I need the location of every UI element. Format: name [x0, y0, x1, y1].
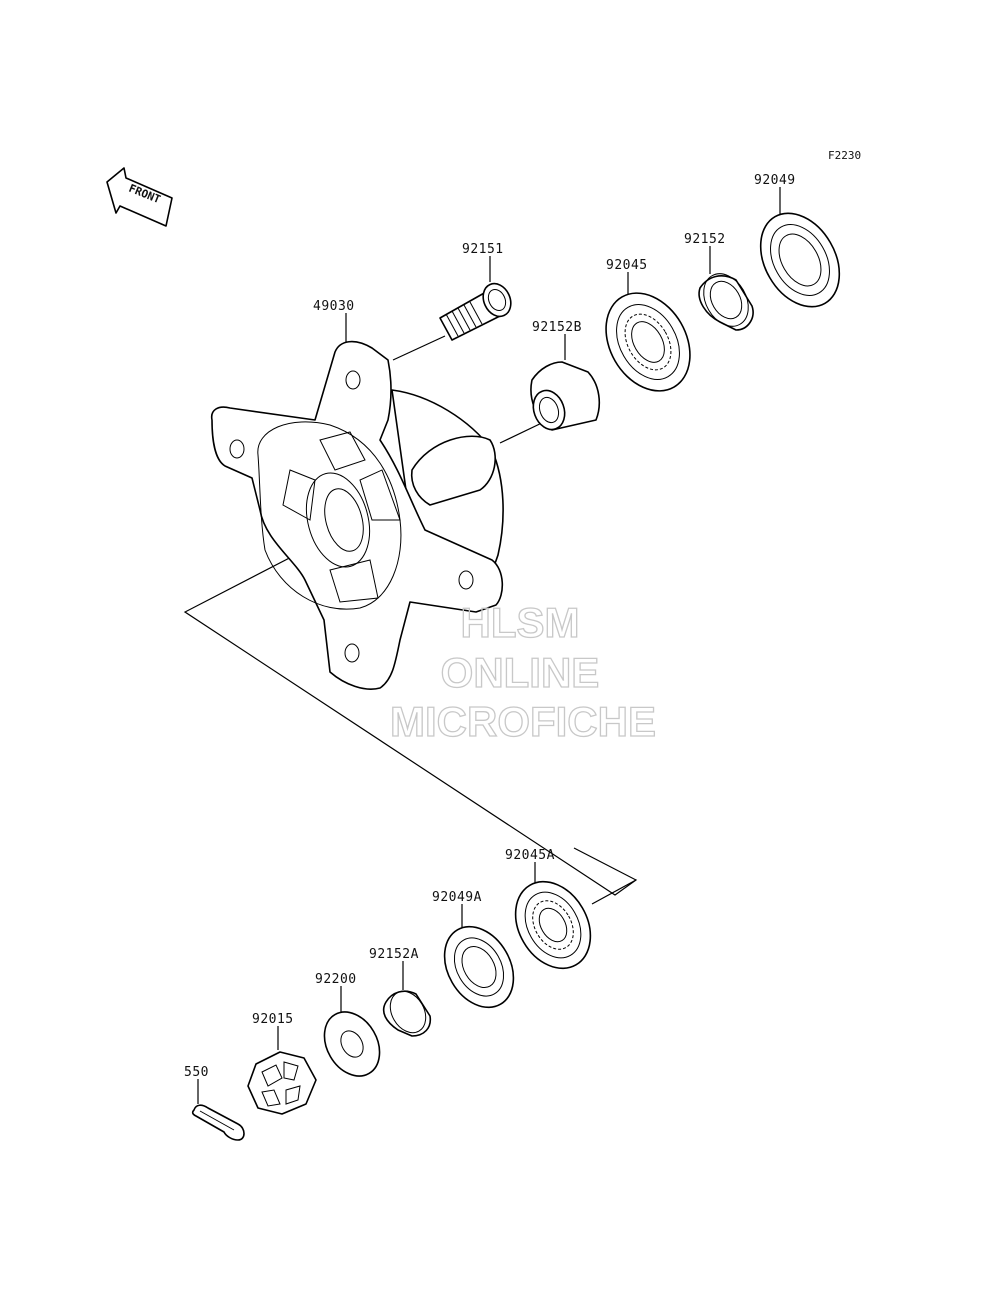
label-bearing-a: 92045A	[505, 848, 555, 863]
label-stud: 92151	[462, 242, 504, 257]
watermark-line-2: ONLINE	[441, 649, 600, 696]
label-spacer-b: 92152B	[532, 320, 582, 335]
label-nut: 92015	[252, 1012, 294, 1027]
cotter-pin-part[interactable]	[191, 1104, 245, 1141]
spacer-b-part[interactable]	[528, 361, 601, 434]
label-seal: 92049	[754, 173, 796, 188]
watermark-line-1: HLSM	[461, 599, 580, 646]
bearing-part[interactable]	[589, 278, 707, 406]
label-seal-a: 92049A	[432, 890, 482, 905]
stud-part[interactable]	[439, 279, 516, 341]
label-collar-a: 92152A	[369, 947, 419, 962]
front-arrow-icon: FRONT	[106, 167, 173, 227]
label-bearing: 92045	[606, 258, 648, 273]
nut-part[interactable]	[247, 1051, 317, 1115]
collar-part[interactable]	[695, 266, 758, 334]
collar-a-part[interactable]	[382, 985, 433, 1039]
bearing-a-part[interactable]	[501, 868, 606, 982]
watermark: HLSM ONLINE MICROFICHE	[389, 598, 656, 745]
diagram-code: F2230	[828, 149, 861, 162]
label-cotter-pin: 550	[184, 1065, 209, 1080]
seal-a-part[interactable]	[431, 914, 528, 1019]
washer-part[interactable]	[313, 1002, 390, 1086]
label-hub: 49030	[313, 299, 355, 314]
part-labels: 49030 92151 92152B 92045 92152 92049 920…	[184, 173, 796, 1080]
seal-part[interactable]	[745, 199, 856, 321]
label-collar: 92152	[684, 232, 726, 247]
watermark-line-3: MICROFICHE	[390, 698, 656, 745]
hub-part[interactable]	[210, 340, 504, 690]
label-washer: 92200	[315, 972, 357, 987]
